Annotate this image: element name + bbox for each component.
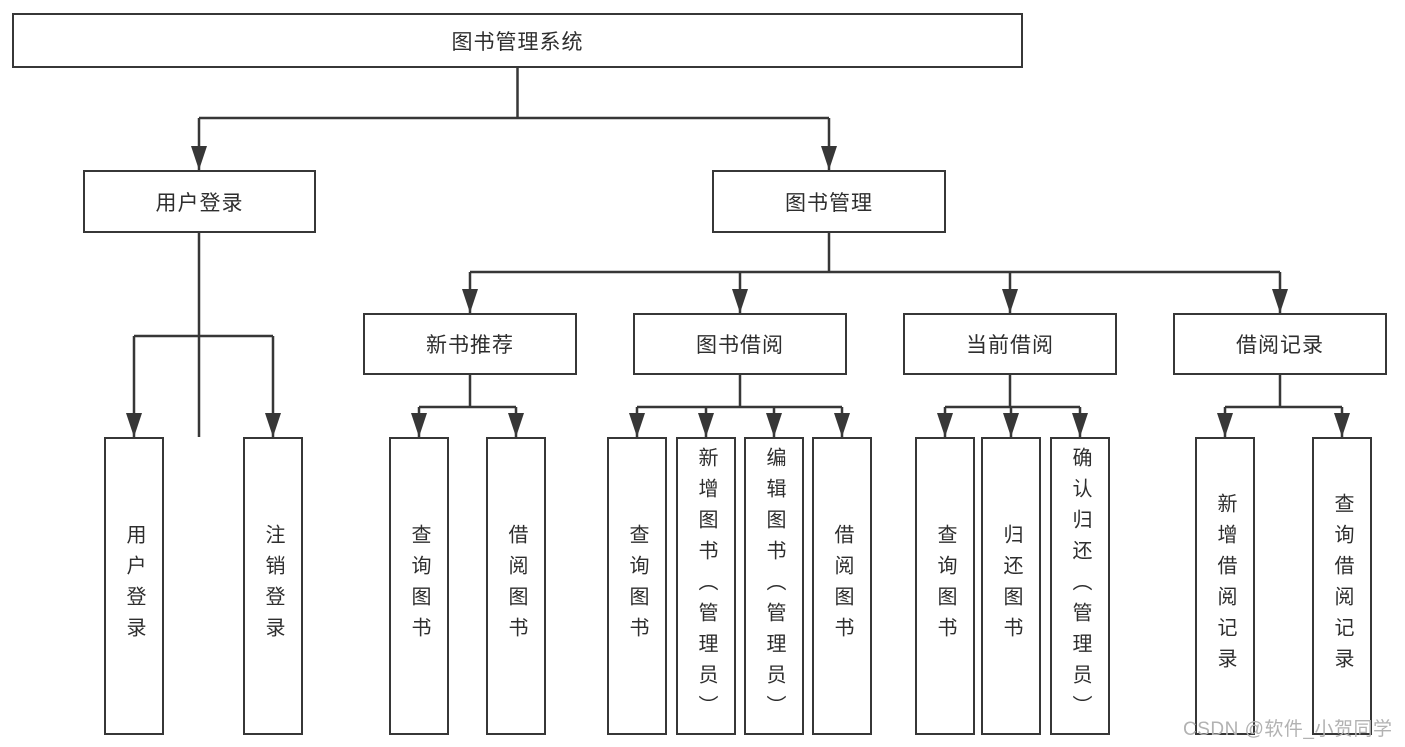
leaf-label: 归还图书 [1000, 524, 1022, 648]
leaf-label: 用户登录 [123, 524, 145, 648]
csdn-watermark: CSDN @软件_小贺同学 [1183, 719, 1393, 740]
leaf-label: 借阅图书 [831, 524, 853, 648]
node-label: 用户登录 [155, 191, 244, 215]
leaf-logout: 注销登录 [243, 437, 303, 735]
node-book-borrowing: 图书借阅 [633, 313, 847, 375]
leaf-label: 编辑图书（管理员） [763, 446, 785, 726]
leaf-edit-books-admin: 编辑图书（管理员） [744, 437, 804, 735]
node-borrow-records: 借阅记录 [1173, 313, 1387, 375]
leaf-label: 借阅图书 [505, 524, 527, 648]
node-library-management-system: 图书管理系统 [12, 13, 1023, 68]
leaf-label: 查询图书 [626, 524, 648, 648]
node-label: 图书管理 [785, 191, 873, 215]
node-current-borrowing: 当前借阅 [903, 313, 1117, 375]
leaf-query-books: 查询图书 [915, 437, 975, 735]
leaf-label: 查询借阅记录 [1331, 493, 1353, 679]
node-label: 图书借阅 [696, 334, 784, 357]
leaf-return-books: 归还图书 [981, 437, 1041, 735]
leaf-label: 注销登录 [262, 524, 284, 648]
node-book-management: 图书管理 [712, 170, 946, 233]
leaf-borrow-books: 借阅图书 [486, 437, 546, 735]
leaf-borrow-books: 借阅图书 [812, 437, 872, 735]
leaf-user-login: 用户登录 [104, 437, 164, 735]
node-label: 借阅记录 [1236, 334, 1324, 357]
leaf-query-books: 查询图书 [389, 437, 449, 735]
node-label: 新书推荐 [426, 334, 514, 357]
leaf-label: 新增借阅记录 [1214, 493, 1236, 679]
leaf-query-borrow-record: 查询借阅记录 [1312, 437, 1372, 735]
leaf-label: 查询图书 [408, 524, 430, 648]
leaf-label: 新增图书（管理员） [695, 446, 717, 726]
leaf-confirm-return-admin: 确认归还（管理员） [1050, 437, 1110, 735]
leaf-add-borrow-record: 新增借阅记录 [1195, 437, 1255, 735]
leaf-label: 确认归还（管理员） [1069, 446, 1091, 726]
node-user-login: 用户登录 [83, 170, 316, 233]
node-label: 图书管理系统 [451, 30, 584, 54]
leaf-query-books: 查询图书 [607, 437, 667, 735]
leaf-add-books-admin: 新增图书（管理员） [676, 437, 736, 735]
node-new-book-recommend: 新书推荐 [363, 313, 577, 375]
node-label: 当前借阅 [966, 334, 1054, 357]
leaf-label: 查询图书 [934, 524, 956, 648]
